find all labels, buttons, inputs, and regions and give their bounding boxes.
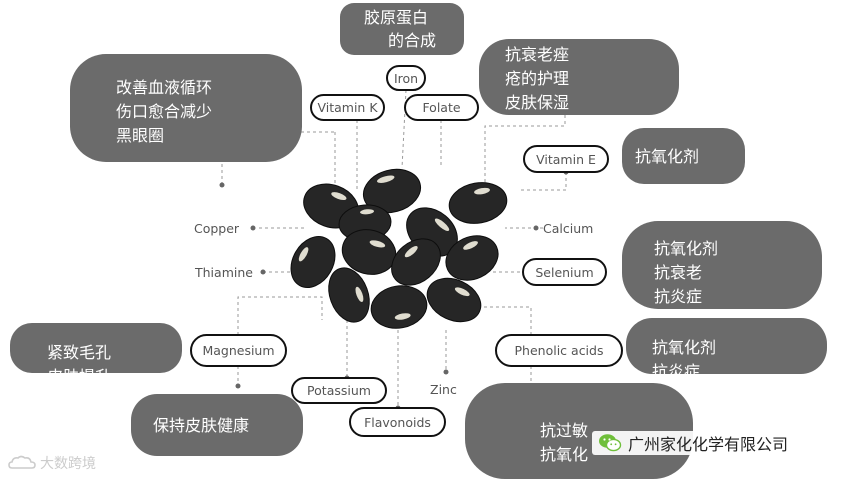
bubble-phenolic-benefit: 抗氧化剂 抗炎症 [626,318,827,374]
black-beans [290,168,508,329]
bubble-vitamin-k-benefit: 改善血液循环 伤口愈合减少 黑眼圈 [70,54,302,162]
bubble-line: 抗氧化剂 [652,338,717,357]
bubble-vitamin-e-benefit: 抗氧化剂 [622,128,745,184]
cloud-logo-icon [8,455,36,469]
node-zinc: Zinc [430,382,457,397]
bubble-line: 黑眼圈 [116,126,165,145]
svg-text:Vitamin K: Vitamin K [317,100,378,115]
watermark: 大数跨境 [8,453,96,473]
bubble-potassium-benefit: 保持皮肤健康 [131,394,303,456]
bean [328,267,370,323]
node-potassium: Potassium [291,377,387,404]
account-name: 广州家化化学有限公司 [628,435,789,454]
bean [426,277,482,323]
bubble-line: 抗过敏 [540,421,589,440]
bubble-line: 皮肤提升 [47,365,182,373]
node-thiamine: Thiamine [194,265,253,280]
node-folate: Folate [404,94,479,121]
bubble-iron-benefit: 胶原蛋白 的合成 [340,3,464,55]
bubble-line: 疮的护理 [505,69,570,88]
bean [370,285,428,329]
bubble-line: 抗炎症 [652,362,701,374]
svg-text:Selenium: Selenium [535,265,593,280]
account-branding: 广州家化化学有限公司 [592,431,795,455]
node-vitamin-e: Vitamin E [523,145,609,173]
wechat-icon [599,434,622,452]
bubble-line: 胶原蛋白 [364,8,429,27]
node-copper: Copper [194,221,240,236]
bean [290,236,336,288]
watermark-text: 大数跨境 [40,456,96,472]
svg-text:Phenolic acids: Phenolic acids [515,343,604,358]
bubble-line: 改善血液循环 [116,78,213,97]
bubble-line: 抗衰老 [654,263,703,282]
svg-text:Iron: Iron [394,71,418,86]
svg-text:Folate: Folate [422,100,460,115]
bubble-line: 抗氧化 [540,445,589,464]
svg-text:Flavonoids: Flavonoids [364,415,431,430]
node-calcium: Calcium [543,221,593,236]
bubble-line: 抗炎症 [654,287,703,306]
bubble-selenium-benefit: 抗氧化剂 抗衰老 抗炎症 [622,221,822,309]
node-selenium: Selenium [522,258,607,286]
node-vitamin-k: Vitamin K [310,94,385,121]
bubble-line: 伤口愈合减少 [116,102,213,121]
node-iron: Iron [386,65,426,91]
bubble-line: 皮肤保湿 [505,93,570,112]
bean [341,229,397,275]
bean [391,238,441,286]
bubble-folate-benefit: 抗衰老痤 疮的护理 皮肤保湿 [479,39,679,115]
node-phenolic-acids: Phenolic acids [495,334,623,367]
bean [448,182,508,224]
bean [445,235,499,281]
svg-text:Vitamin E: Vitamin E [536,152,596,167]
bubble-line: 抗氧化剂 [635,147,700,166]
svg-text:Potassium: Potassium [307,383,371,398]
node-magnesium: Magnesium [190,334,287,367]
bubble-line: 的合成 [388,31,437,50]
bubble-line: 紧致毛孔 [47,343,112,362]
bubble-line: 抗衰老痤 [505,45,570,64]
bean [362,168,422,214]
bubble-magnesium-benefit: 紧致毛孔 皮肤提升 [10,323,182,373]
node-flavonoids: Flavonoids [349,407,446,437]
bubble-line: 抗氧化剂 [654,239,719,258]
svg-text:Magnesium: Magnesium [202,343,274,358]
bubble-line: 保持皮肤健康 [153,416,250,435]
